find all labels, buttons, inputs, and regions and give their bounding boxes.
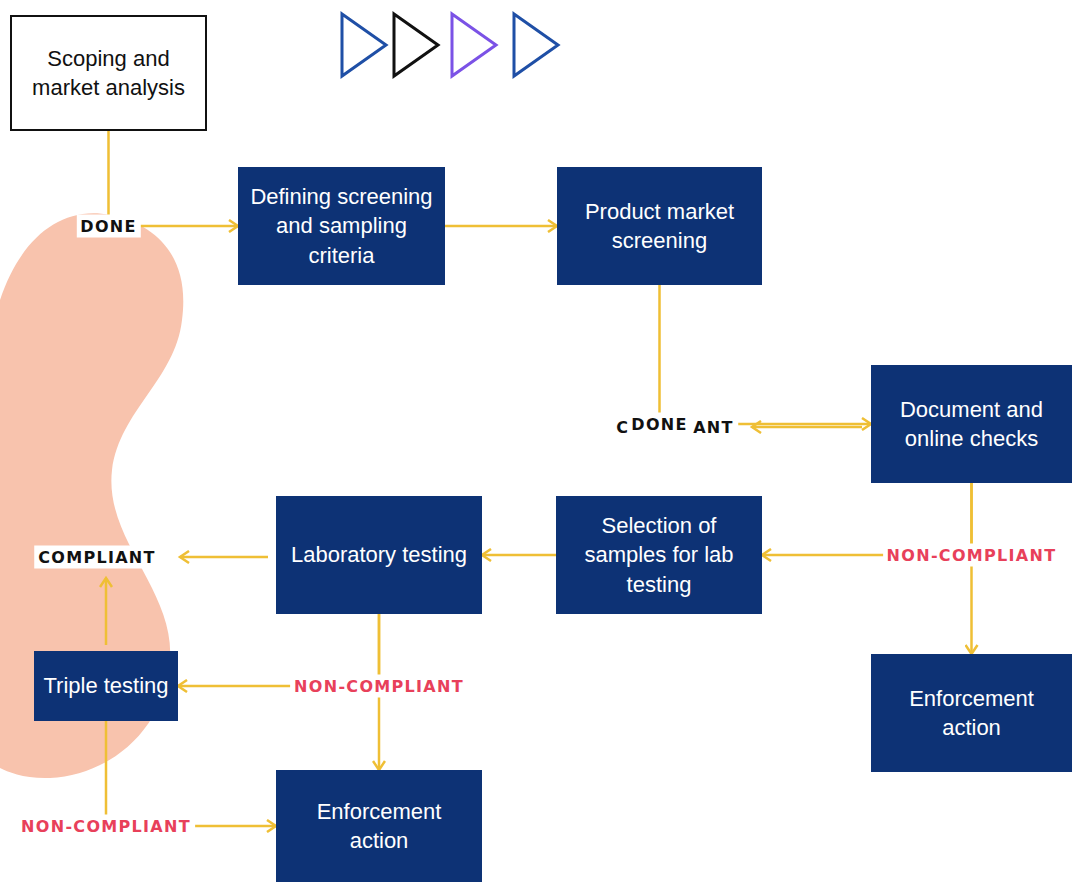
box-label: Defining screening and sampling criteria	[250, 182, 433, 269]
flow-arrow	[970, 483, 973, 654]
box-label: Enforcement action	[883, 684, 1060, 742]
box-label: Document and online checks	[883, 395, 1060, 453]
flow-arrow	[106, 721, 276, 826]
box-label: Laboratory testing	[291, 540, 467, 569]
flow-arrow	[660, 285, 872, 424]
edge-label: NON-COMPLIANT	[883, 544, 1061, 567]
header-triangles	[342, 14, 558, 76]
process-box: Triple testing	[34, 651, 178, 721]
edge-label: DONE	[76, 215, 140, 238]
process-box: Document and online checks	[871, 365, 1072, 483]
outcome-label: COMPLIANT	[34, 546, 160, 569]
box-label: Enforcement action	[288, 797, 470, 855]
edge-label: NON-COMPLIANT	[17, 815, 195, 838]
process-box: Product market screening	[557, 167, 762, 285]
box-label: Selection of samples for lab testing	[568, 511, 750, 598]
enforcement-box: Enforcement action	[871, 654, 1072, 772]
flow-arrow	[482, 554, 556, 557]
edge-label: NON-COMPLIANT	[290, 675, 468, 698]
flow-arrow	[109, 131, 239, 226]
process-box: Laboratory testing	[276, 496, 482, 614]
outcome-arrows	[106, 427, 862, 645]
start-box: Scoping and market analysis	[10, 15, 207, 131]
process-box: Selection of samples for lab testing	[556, 496, 762, 614]
box-label: Triple testing	[43, 671, 168, 700]
flow-arrow	[445, 225, 557, 228]
enforcement-box: Enforcement action	[276, 770, 482, 882]
process-box: Defining screening and sampling criteria	[238, 167, 445, 285]
edge-label: DONE	[627, 413, 691, 436]
background-blob	[0, 213, 183, 778]
box-label: Scoping and market analysis	[24, 44, 193, 102]
box-label: Product market screening	[569, 197, 750, 255]
